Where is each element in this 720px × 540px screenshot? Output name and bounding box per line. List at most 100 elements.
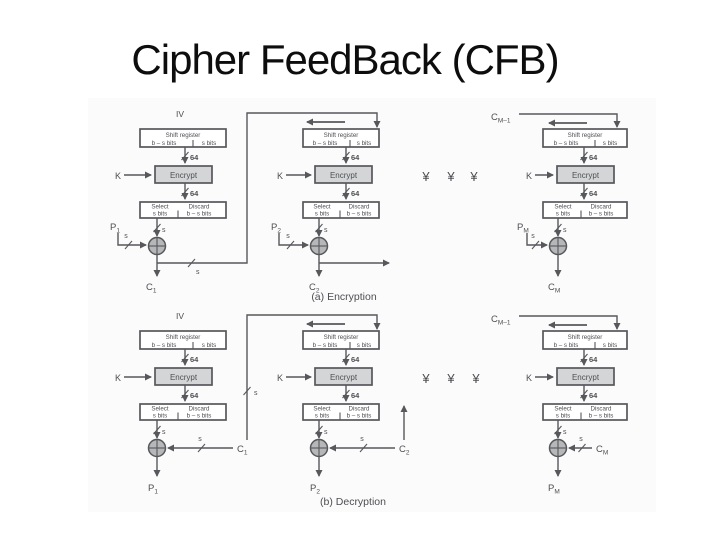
shift-register-left-cell: b – s bits: [152, 342, 177, 349]
prev-ciphertext-line: [519, 113, 621, 128]
encryption-stage-3: CM–1 Shift register b – s bits s bits 64…: [491, 112, 628, 295]
ellipsis-glyph: ¥: [421, 169, 430, 184]
width-tick: [153, 223, 161, 233]
width-tick: [578, 443, 586, 453]
slide-title: Cipher FeedBack (CFB): [131, 36, 559, 83]
bus-s-label: s: [324, 227, 328, 234]
plaintext-label: P1: [148, 483, 158, 496]
iv-label: IV: [176, 311, 184, 321]
encrypt-box: [154, 165, 213, 184]
shift-register-left-cell: b – s bits: [313, 342, 338, 349]
encrypt-label: Encrypt: [572, 171, 600, 180]
select-discard-box: [302, 201, 380, 219]
discard-bits-label: b – s bits: [347, 413, 372, 420]
shift-register-title: Shift register: [166, 132, 201, 139]
ciphertext-label: CM: [548, 282, 560, 295]
width-tick: [181, 187, 189, 197]
select-bits-label: s bits: [315, 211, 329, 218]
shift-register-right-cell: s bits: [603, 140, 617, 147]
ellipsis-glyph: ¥: [471, 371, 480, 386]
plaintext-label: P2: [271, 222, 281, 235]
encrypt-box: [154, 367, 213, 386]
width-tick: [554, 223, 562, 233]
caption-encryption: (a) Encryption: [311, 291, 377, 303]
width-tick: [342, 187, 350, 197]
encrypt-label: Encrypt: [572, 373, 600, 382]
discard-label: Discard: [591, 406, 613, 413]
bus-s-label: s: [531, 233, 535, 240]
encrypt-label: Encrypt: [330, 373, 358, 382]
encryption-stage-1: IV Shift register b – s bits s bits 64 K…: [110, 109, 381, 295]
bus-64-label: 64: [190, 391, 199, 400]
select-label: Select: [554, 204, 571, 211]
shift-register-left-cell: b – s bits: [313, 140, 338, 147]
bus-s-label: s: [198, 436, 202, 443]
select-discard-box: [542, 201, 628, 219]
feedback-line: [157, 112, 381, 264]
shift-register-title: Shift register: [568, 334, 603, 341]
encrypt-label: Encrypt: [170, 373, 198, 382]
select-label: Select: [554, 406, 571, 413]
shift-register-title: Shift register: [324, 132, 359, 139]
width-tick: [580, 389, 588, 399]
plaintext-arrow: [117, 233, 147, 249]
bus-64-label: 64: [589, 189, 598, 198]
iv-label: IV: [176, 109, 184, 119]
bus-64-label: 64: [351, 391, 360, 400]
key-label: K: [115, 373, 121, 383]
discard-bits-label: b – s bits: [589, 413, 614, 420]
select-bits-label: s bits: [153, 211, 167, 218]
ciphertext-label: CM: [596, 444, 608, 457]
bus-s-label: s: [196, 269, 200, 276]
key-label: K: [277, 373, 283, 383]
decryption-stage-1: IV Shift register b – s bits s bits 64 K…: [115, 311, 381, 496]
encrypt-box: [314, 367, 373, 386]
shift-register-right-cell: s bits: [202, 140, 216, 147]
bus-s-label: s: [254, 390, 258, 397]
bus-s-label: s: [162, 429, 166, 436]
bus-64-label: 64: [190, 355, 199, 364]
bus-s-label: s: [563, 227, 567, 234]
width-tick: [315, 223, 323, 233]
discard-label: Discard: [349, 204, 371, 211]
select-label: Select: [151, 406, 168, 413]
select-label: Select: [313, 406, 330, 413]
width-tick: [181, 389, 189, 399]
discard-bits-label: b – s bits: [187, 211, 212, 218]
width-tick: [243, 386, 251, 396]
bus-64-label: 64: [351, 189, 360, 198]
shift-register-left-cell: b – s bits: [152, 140, 177, 147]
decryption-stage-3: CM–1 Shift register b – s bits s bits 64…: [491, 314, 628, 496]
encrypt-box: [556, 165, 615, 184]
width-tick: [197, 443, 206, 453]
discard-bits-label: b – s bits: [589, 211, 614, 218]
shift-register-box: [542, 330, 628, 350]
width-tick: [124, 240, 133, 250]
bus-s-label: s: [360, 436, 364, 443]
shift-register-left-cell: b – s bits: [554, 140, 579, 147]
ciphertext-label: C1: [146, 282, 157, 295]
shift-register-right-cell: s bits: [357, 342, 371, 349]
ellipsis-glyph: ¥: [469, 169, 478, 184]
select-discard-box: [139, 403, 227, 421]
bus-64-label: 64: [589, 153, 598, 162]
shift-register-title: Shift register: [324, 334, 359, 341]
width-tick: [342, 151, 350, 161]
bus-64-label: 64: [589, 355, 598, 364]
ellipsis-glyph: ¥: [421, 371, 430, 386]
discard-bits-label: b – s bits: [347, 211, 372, 218]
select-bits-label: s bits: [556, 413, 570, 420]
shift-register-title: Shift register: [568, 132, 603, 139]
discard-bits-label: b – s bits: [187, 413, 212, 420]
bus-64-label: 64: [351, 355, 360, 364]
bus-s-label: s: [286, 233, 290, 240]
plaintext-label: PM: [517, 222, 529, 235]
shift-register-box: [302, 330, 380, 350]
width-tick: [153, 425, 161, 435]
decryption-ellipsis: ¥ ¥ ¥: [421, 371, 480, 386]
figure-panel: [88, 98, 656, 512]
width-tick: [580, 151, 588, 161]
ciphertext-label: C2: [309, 282, 320, 295]
bus-64-label: 64: [589, 391, 598, 400]
width-tick: [554, 425, 562, 435]
